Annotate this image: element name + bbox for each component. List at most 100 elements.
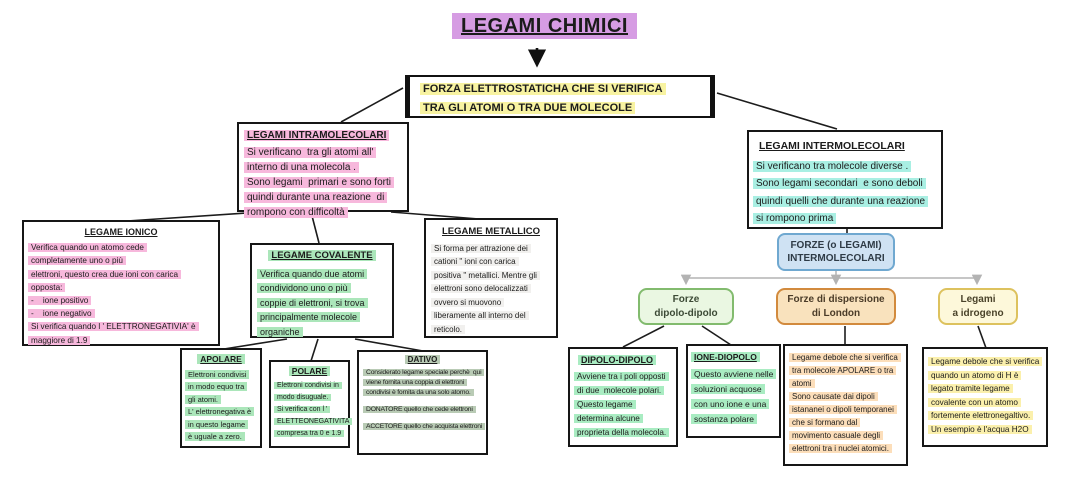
node-legami-a-idrogeno: Legami a idrogeno	[938, 288, 1018, 325]
text-line: ovvero si muovono	[431, 297, 505, 307]
text-line: quando un atomo di H è	[928, 370, 1022, 380]
node-central-definition: FORZA ELETTROSTATICHA CHE SI VERIFICA TR…	[405, 75, 715, 118]
text-line: Questo legame	[574, 400, 636, 409]
apolare-header: APOLARE	[197, 354, 245, 364]
text-line: gli atomi.	[185, 394, 222, 404]
text-line: covalente con un atomo	[928, 397, 1021, 407]
covalente-header: LEGAME COVALENTE	[268, 250, 376, 261]
node-apolare: APOLARE Elettroni condivisi in modo equo…	[180, 348, 262, 448]
text-line: - ione positivo	[28, 296, 92, 306]
polare-header: POLARE	[288, 366, 331, 376]
text-line: coppie di elettroni, si trova	[257, 297, 368, 308]
text-line: Si verifica quando l ' ELETTRONEGATIVIA'…	[28, 322, 199, 332]
text-line: Si verifica con l '	[274, 406, 331, 413]
node-dipolo-dipolo-detail: DIPOLO-DIPOLO Avviene tra i poli opposti…	[568, 347, 678, 447]
text-line: Si verificano tra molecole diverse .	[753, 160, 912, 172]
text-line: determina alcune	[574, 414, 643, 423]
text-line: rompono con difficoltà	[244, 207, 348, 218]
hub-line: FORZE (o LEGAMI)	[790, 240, 882, 251]
branch-line: Forze di dispersione	[787, 294, 885, 305]
text-line: positiva " metallici. Mentre gli	[431, 270, 540, 280]
text-line: Sono legami primari e sono forti	[244, 177, 394, 188]
node-dativo: DATIVO Considerato legame speciale perch…	[357, 350, 488, 455]
hub-connector	[680, 271, 983, 286]
dativo-header: DATIVO	[404, 355, 441, 364]
text-line: organiche	[257, 326, 303, 337]
text-line: quindi durante una reazione di	[244, 192, 388, 203]
text-line: che si formano dal	[789, 418, 861, 427]
text-line: Verifica quando un atomo cede	[28, 243, 147, 253]
text-line: Un esempio è l'acqua H2O	[928, 424, 1032, 434]
text-line: Avviene tra i poli opposti	[574, 372, 669, 381]
text-line: elettroni, questo crea due ioni con cari…	[28, 269, 182, 279]
page-title-text: LEGAMI CHIMICI	[452, 13, 637, 39]
text-line: Legame debole che si verifica	[928, 357, 1043, 366]
text-line: in modo equo tra	[185, 382, 248, 391]
text-line: reticolo.	[431, 324, 466, 334]
text-line: compresa tra 0 e 1.9	[274, 430, 345, 437]
text-line: Si verificano tra gli atomi all'	[244, 147, 377, 158]
branch-line: dipolo-dipolo	[654, 307, 718, 319]
text-line: Legame debole che si verifica	[789, 353, 901, 362]
node-legame-covalente: LEGAME COVALENTE Verifica quando due ato…	[250, 243, 394, 338]
text-line: elettroni tra i nuclei atomici.	[789, 444, 892, 453]
node-legame-metallico: LEGAME METALLICO Si forma per attrazione…	[424, 218, 558, 338]
node-forze-intermolecolari-hub: FORZE (o LEGAMI) INTERMOLECOLARI	[777, 233, 895, 271]
dipolo-dipolo-header: DIPOLO-DIPOLO	[578, 355, 656, 365]
text-line: cationi " ioni con carica	[431, 257, 519, 266]
text-line: è uguale a zero.	[185, 432, 245, 441]
text-line: istananei o dipoli temporanei	[789, 405, 897, 414]
node-forze-dipolo-dipolo: Forze dipolo-dipolo	[638, 288, 734, 325]
node-legami-intramolecolari: LEGAMI INTRAMOLECOLARI Si verificano tra…	[237, 122, 409, 218]
text-line: Sono causate dai dipoli	[789, 392, 878, 401]
text-line: Si forma per attrazione dei	[431, 243, 531, 253]
hub-line: INTERMOLECOLARI	[787, 253, 885, 264]
text-line: soluzioni acquose	[691, 384, 765, 394]
text-line: sostanza polare	[691, 414, 758, 424]
ionico-header: LEGAME IONICO	[84, 227, 158, 237]
text-line: in questo legame	[185, 419, 249, 429]
node-ione-dipolo-detail: IONE-DIOPOLO Questo avviene nelle soluzi…	[686, 344, 781, 438]
text-line: TRA GLI ATOMI O TRA DUE MOLECOLE	[420, 102, 636, 114]
inter-header: LEGAMI INTERMOLECOLARI	[759, 140, 905, 152]
text-line: - ione negativo	[28, 309, 95, 319]
text-line: legato tramite legame	[928, 384, 1013, 393]
text-line: elettroni sono delocalizzati	[431, 284, 531, 293]
text-line: ELETTEONEGATIVITA	[274, 418, 353, 425]
text-line: proprieta della molecola.	[574, 428, 670, 437]
text-line: FORZA ELETTROSTATICHA CHE SI VERIFICA	[420, 83, 666, 95]
text-line: L' elettronegativa è	[185, 407, 255, 416]
page-title: LEGAMI CHIMICI	[452, 13, 637, 39]
node-london-detail: Legame debole che si verifica tra moleco…	[783, 344, 908, 466]
text-line: condivisi è fornita da una solo atomo.	[363, 389, 474, 396]
text-line: viene fornita una coppia di elettroni	[363, 379, 468, 386]
node-idrogeno-detail: Legame debole che si verifica quando un …	[922, 347, 1048, 447]
node-forze-dispersione-london: Forze di dispersione di London	[776, 288, 896, 325]
text-line: con uno ione e una	[691, 399, 770, 409]
text-line: atomi	[789, 379, 815, 388]
text-line: Verifica quando due atomi	[257, 268, 368, 279]
text-line: ACCETORE quello che acquista elettroni	[363, 423, 486, 430]
text-line: principalmente molecole	[257, 312, 361, 322]
text-line: condividono uno o più	[257, 283, 351, 293]
text-line: Elettroni condivisi	[185, 369, 250, 379]
text-line: si rompono prima	[753, 213, 837, 224]
branch-line: Legami	[960, 294, 996, 305]
text-line: completamente uno o più	[28, 256, 126, 266]
branch-lines	[126, 87, 987, 362]
text-line: modo disuguale.	[274, 394, 332, 401]
branch-line: a idrogeno	[952, 307, 1004, 319]
text-line: DONATORE quello che cede elettroni	[363, 406, 476, 413]
text-line: maggiore di 1.9	[28, 335, 91, 345]
intra-header: LEGAMI INTRAMOLECOLARI	[244, 130, 390, 141]
text-line: movimento casuale degli	[789, 431, 884, 440]
text-line: fortemente elettronegaltivo.	[928, 411, 1034, 420]
text-line: quindi quelli che durante una reazione	[753, 195, 929, 207]
metallico-header: LEGAME METALLICO	[442, 226, 540, 237]
text-line: Questo avviene nelle	[691, 369, 777, 379]
node-legami-intermolecolari: LEGAMI INTERMOLECOLARI Si verificano tra…	[747, 130, 943, 229]
text-line: di due molecole polari.	[574, 386, 665, 395]
branch-line: di London	[811, 307, 861, 319]
